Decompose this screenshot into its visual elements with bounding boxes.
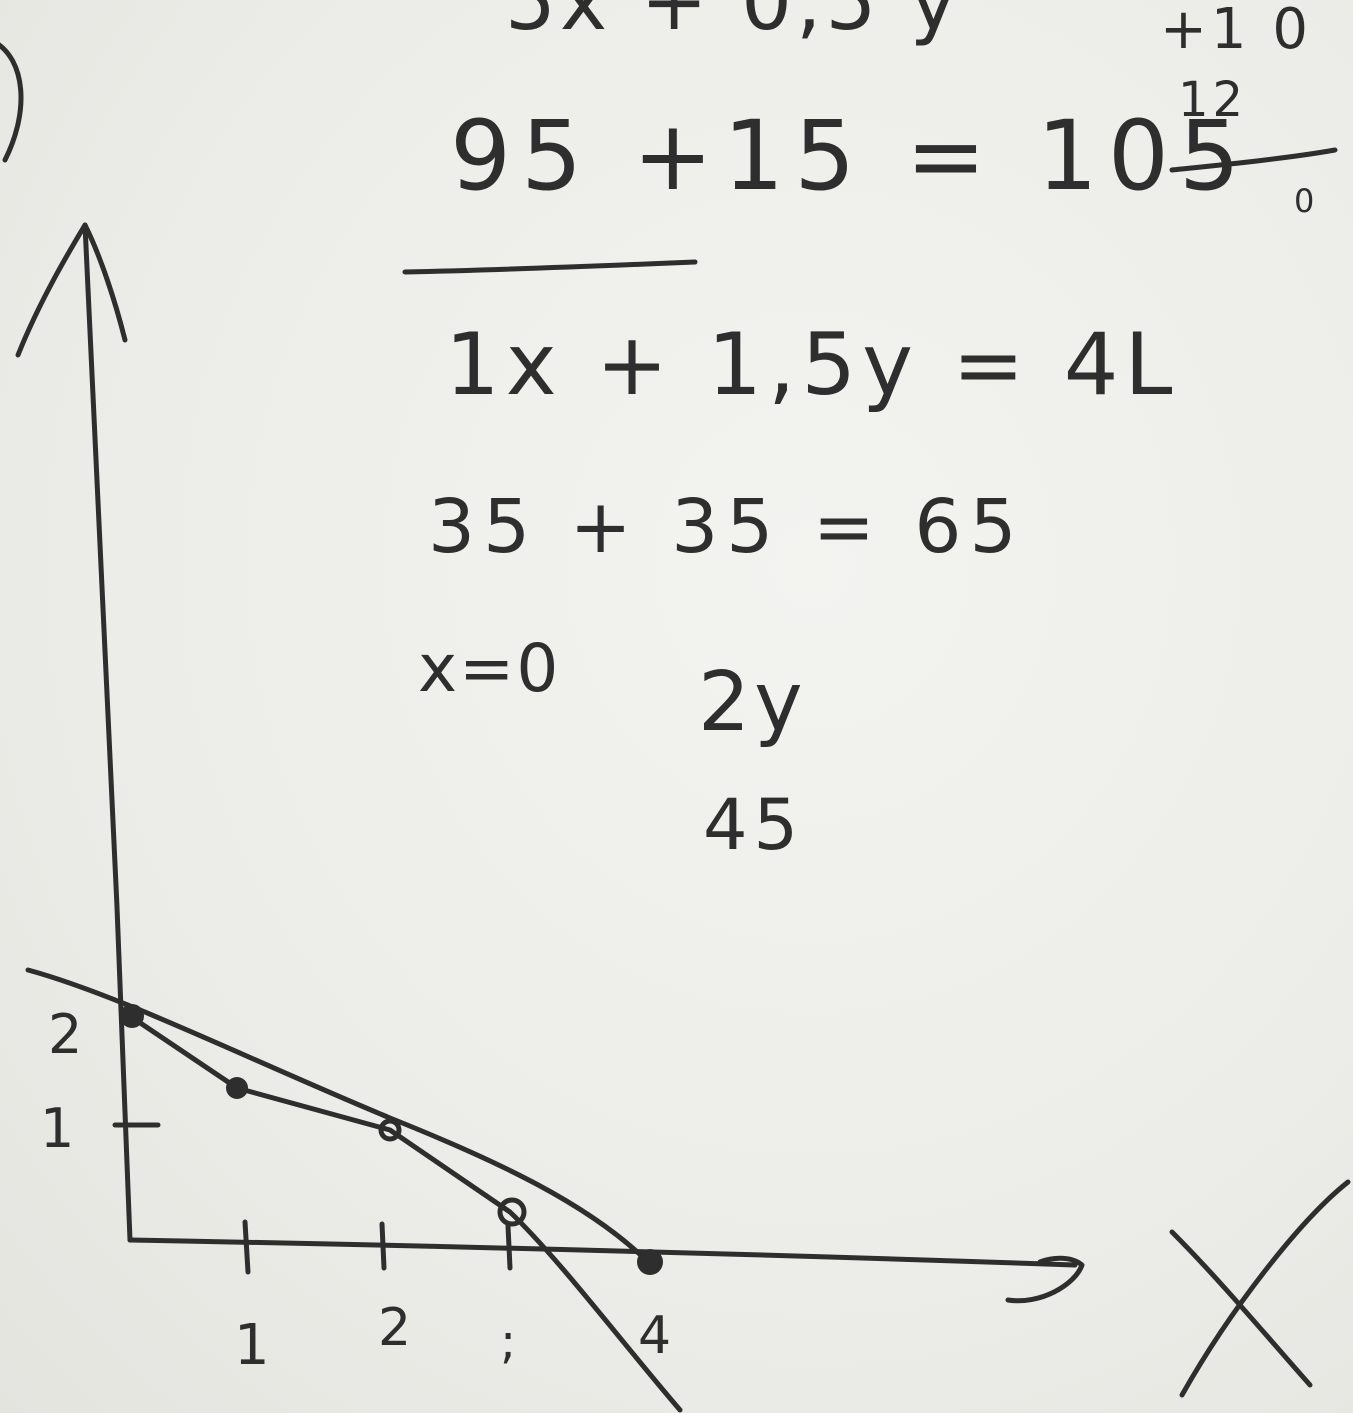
cross-mark-stroke-1 [1169,1229,1313,1388]
check-equation: 35 + 35 = 65 [428,484,1025,570]
x-tick-label-4: 4 [638,1306,676,1366]
constraint-equation: 1x + 1,5y = 4L [445,315,1179,415]
x-tick-label-1: 1 [234,1313,274,1378]
point-1-1-5 [226,1077,248,1099]
x-tick-2 [379,1221,387,1271]
x-axis-line [127,1237,1078,1268]
two-y-note: 2y [698,655,807,750]
y-tick-label-2: 2 [48,1003,87,1066]
top-equation-fragment: 5x + 0,5 y [505,0,962,48]
sum-underline [402,259,698,275]
paren-mark [0,42,24,163]
forty-five-note: 45 [703,784,805,866]
x-tick-3 [505,1223,513,1271]
cross-mark-stroke-2 [1179,1179,1351,1398]
top-right-fragment: +1 0 [1160,0,1312,62]
point-2-1 [378,1118,402,1142]
x-axis-arrowhead [1005,1255,1085,1304]
constraint-line-upper [25,967,651,1265]
fraction-bar [1169,147,1338,173]
point-4-0 [637,1249,663,1275]
y-axis-arrowhead [15,222,128,358]
constraint-line-lower [127,1013,683,1413]
sum-equation: 95 +15 = 105 [450,100,1250,212]
point-0-2 [120,1004,144,1028]
y-tick-label-1: 1 [40,1097,79,1160]
x-tick-1 [242,1219,251,1275]
fraction-denominator: 0 [1294,182,1319,220]
fraction-numerator: 12 [1178,72,1248,128]
x-tick-label-3: ; [500,1314,521,1370]
x-tick-label-2: 2 [378,1298,416,1358]
x-zero-note: x=0 [418,630,561,707]
y-axis-line [82,222,133,1243]
point-3-0-5 [497,1197,527,1227]
